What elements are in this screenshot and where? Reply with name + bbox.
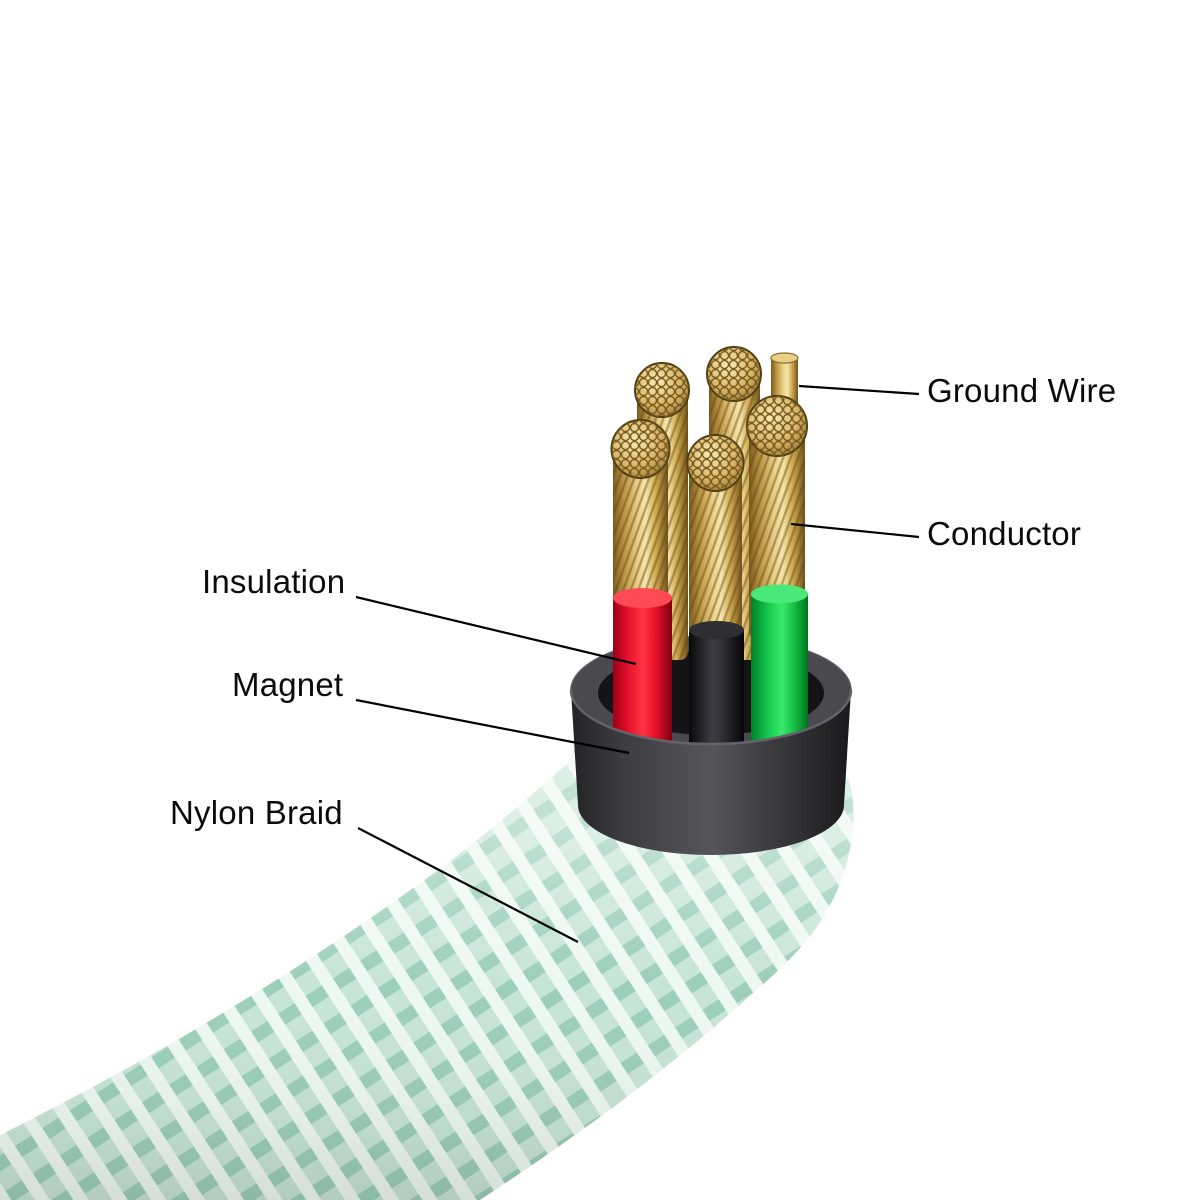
leader-magnet <box>355 698 630 755</box>
label-insulation: Insulation <box>202 563 346 600</box>
label-conductor: Conductor <box>927 515 1082 552</box>
strand-cross-section <box>635 363 689 417</box>
wires <box>610 346 808 770</box>
label-ground-wire: Ground Wire <box>927 372 1117 409</box>
leader-ground-wire <box>798 384 920 396</box>
strand-cross-section <box>687 435 744 491</box>
leader-lines <box>355 384 920 943</box>
leader-conductor <box>790 522 920 539</box>
leader-nylon-braid <box>357 827 579 943</box>
label-nylon-braid: Nylon Braid <box>170 794 343 831</box>
leader-insulation <box>355 595 637 666</box>
strand-cross-section <box>611 420 670 478</box>
label-magnet: Magnet <box>232 666 344 703</box>
strand-cross-section <box>707 347 761 401</box>
strand-cross-section <box>747 396 807 456</box>
magnet-collar <box>569 689 853 855</box>
